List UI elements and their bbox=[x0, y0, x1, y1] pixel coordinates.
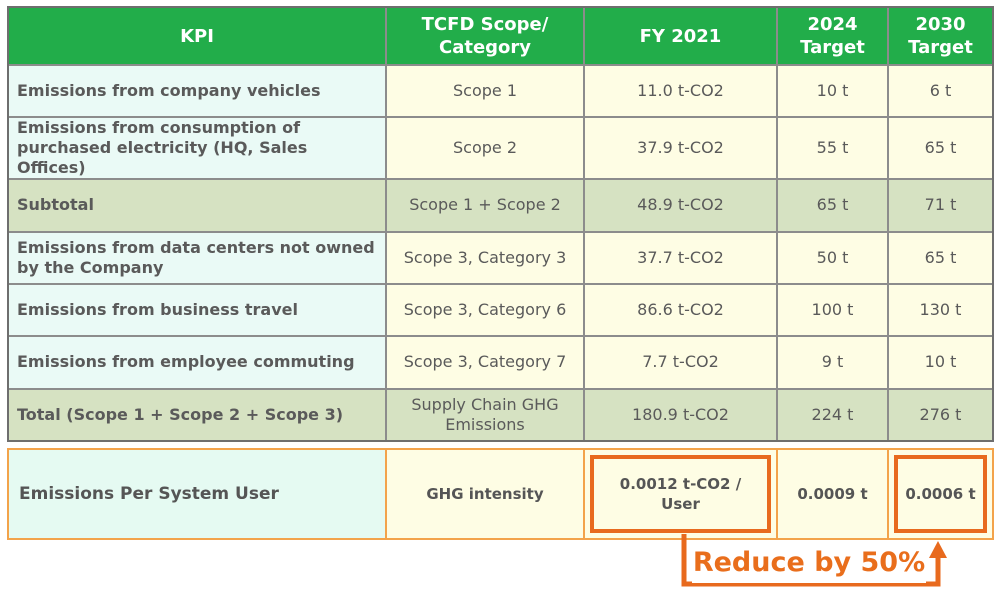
total-fy2021-cell: 180.9 t-CO2 bbox=[585, 389, 776, 440]
intensity-2030-value: 0.0006 t bbox=[905, 485, 976, 503]
kpi-table: KPI TCFD Scope/ Category FY 2021 2024 Ta… bbox=[7, 6, 994, 442]
target-2024-cell: 50 t bbox=[778, 232, 887, 283]
total-scope-cell: Supply Chain GHG Emissions bbox=[387, 389, 583, 440]
kpi-cell: Emissions from company vehicles bbox=[9, 66, 385, 117]
kpi-cell: Emissions from data centers not owned by… bbox=[9, 232, 385, 283]
subtotal-fy2021-cell: 48.9 t-CO2 bbox=[585, 180, 776, 231]
intensity-row: Emissions Per System User GHG intensity … bbox=[7, 448, 994, 540]
fy2021-cell: 37.7 t-CO2 bbox=[585, 232, 776, 283]
kpi-cell: Emissions from business travel bbox=[9, 284, 385, 336]
intensity-fy2021-value: 0.0012 t-CO2 / User bbox=[619, 475, 742, 513]
intensity-fy2021-cell: 0.0012 t-CO2 / User bbox=[585, 450, 776, 538]
intensity-2024-cell: 0.0009 t bbox=[778, 450, 887, 538]
total-kpi-cell: Total (Scope 1 + Scope 2 + Scope 3) bbox=[9, 389, 385, 440]
fy2021-highlight-box: 0.0012 t-CO2 / User bbox=[590, 455, 771, 533]
scope-cell: Scope 3, Category 7 bbox=[387, 337, 583, 388]
fy2021-cell: 11.0 t-CO2 bbox=[585, 66, 776, 117]
total-2024-cell: 224 t bbox=[778, 389, 887, 440]
target-2030-highlight-box: 0.0006 t bbox=[894, 455, 987, 533]
header-kpi: KPI bbox=[9, 8, 385, 64]
target-2030-cell: 10 t bbox=[889, 337, 992, 388]
header-2030-target: 2030 Target bbox=[889, 8, 992, 64]
total-2030-cell: 276 t bbox=[889, 389, 992, 440]
target-2030-cell: 130 t bbox=[889, 284, 992, 336]
intensity-kpi-cell: Emissions Per System User bbox=[9, 450, 385, 538]
subtotal-2024-cell: 65 t bbox=[778, 180, 887, 231]
scope-cell: Scope 1 bbox=[387, 66, 583, 117]
subtotal-2030-cell: 71 t bbox=[889, 180, 992, 231]
target-2030-cell: 65 t bbox=[889, 118, 992, 179]
header-fy2021: FY 2021 bbox=[585, 8, 776, 64]
target-2030-cell: 6 t bbox=[889, 66, 992, 117]
header-scope: TCFD Scope/ Category bbox=[387, 8, 583, 64]
subtotal-scope-cell: Scope 1 + Scope 2 bbox=[387, 180, 583, 231]
subtotal-kpi-cell: Subtotal bbox=[9, 180, 385, 231]
target-2024-cell: 55 t bbox=[778, 118, 887, 179]
fy2021-cell: 7.7 t-CO2 bbox=[585, 337, 776, 388]
scope-cell: Scope 3, Category 3 bbox=[387, 232, 583, 283]
intensity-2030-cell: 0.0006 t bbox=[889, 450, 992, 538]
target-2024-cell: 9 t bbox=[778, 337, 887, 388]
scope-cell: Scope 2 bbox=[387, 118, 583, 179]
kpi-cell: Emissions from employee commuting bbox=[9, 337, 385, 388]
target-2024-cell: 100 t bbox=[778, 284, 887, 336]
target-2030-cell: 65 t bbox=[889, 232, 992, 283]
scope-cell: Scope 3, Category 6 bbox=[387, 284, 583, 336]
reduce-callout-text: Reduce by 50% bbox=[692, 543, 926, 583]
fy2021-cell: 86.6 t-CO2 bbox=[585, 284, 776, 336]
kpi-cell: Emissions from consumption of purchased … bbox=[9, 118, 385, 179]
header-2024-target: 2024 Target bbox=[778, 8, 887, 64]
intensity-scope-cell: GHG intensity bbox=[387, 450, 583, 538]
target-2024-cell: 10 t bbox=[778, 66, 887, 117]
fy2021-cell: 37.9 t-CO2 bbox=[585, 118, 776, 179]
